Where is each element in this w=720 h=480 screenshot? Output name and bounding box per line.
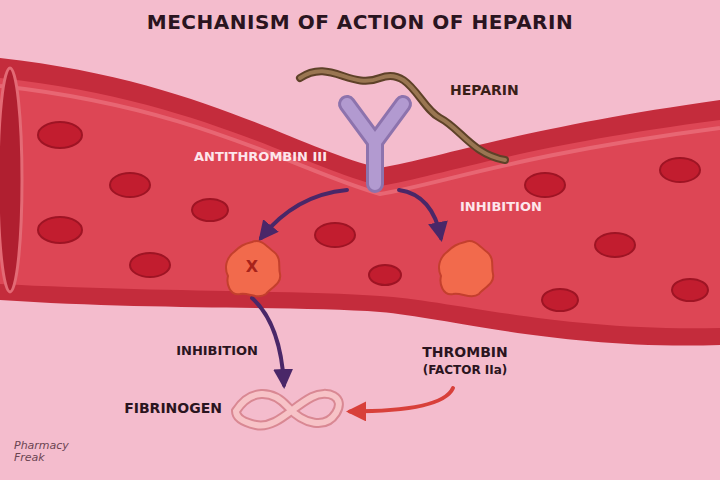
watermark: Pharmacy Freak <box>14 440 84 464</box>
node-label: THROMBIN <box>395 344 535 360</box>
edge-label: INHIBITION <box>150 344 258 359</box>
thrombin-blob-outline <box>435 238 495 298</box>
inhibition-arrow <box>261 190 347 238</box>
fibrinogen-strand: FIBRINOGEN <box>230 385 350 433</box>
node-label: FIBRINOGEN <box>102 400 222 416</box>
wall-highlight <box>0 86 720 194</box>
node-label: HEPARIN <box>450 82 540 98</box>
vessel-wall <box>0 58 720 346</box>
antithrombin-molecule-outline <box>335 100 415 190</box>
inhibition-arrow <box>350 388 453 411</box>
factor-x-blob: X <box>222 238 282 298</box>
node-label: X <box>222 258 282 276</box>
vessel-lumen <box>0 78 720 328</box>
inhibition-arrow <box>399 190 441 238</box>
diagram-title: MECHANISM OF ACTION OF HEPARIN <box>60 10 660 34</box>
edge-label: INHIBITION <box>460 200 560 215</box>
inhibition-arrow <box>252 298 284 385</box>
antithrombin-molecule: ANTITHROMBIN III <box>335 100 415 190</box>
fibrinogen-strand-outline <box>230 385 350 433</box>
node-label: (FACTOR IIa) <box>395 364 535 378</box>
thrombin-blob: THROMBIN(FACTOR IIa) <box>405 238 525 388</box>
vessel-cut-end <box>0 68 22 292</box>
node-label: ANTITHROMBIN III <box>143 150 327 165</box>
